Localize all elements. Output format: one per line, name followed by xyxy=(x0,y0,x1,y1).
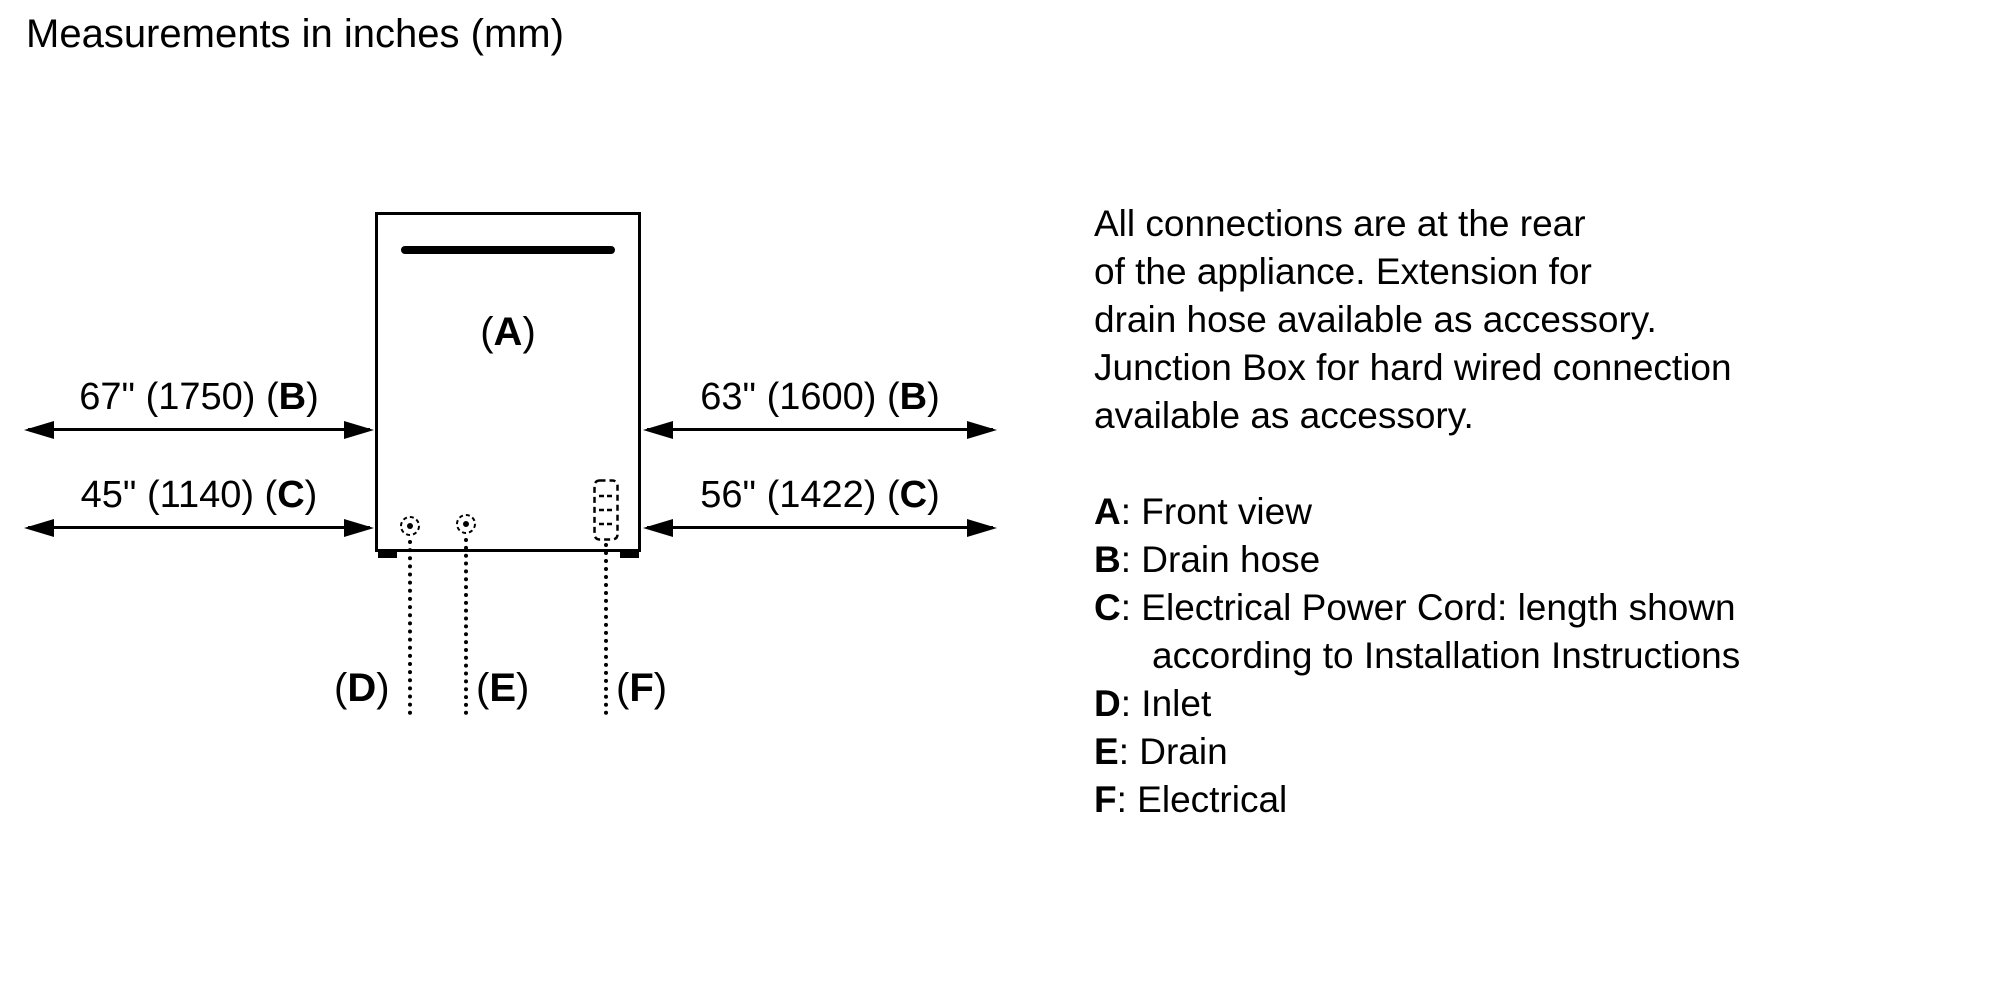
legend-key: C xyxy=(1094,587,1121,628)
electrical-leader-line xyxy=(604,543,608,715)
dimension-value: 45" (1140) ( xyxy=(80,474,278,516)
dimension-right-drain-hose: 63" (1600) (B) xyxy=(643,376,997,419)
legend-item-b: B: Drain hose xyxy=(1094,536,1994,584)
dimension-arrow-left-c xyxy=(24,517,374,539)
legend-key: B xyxy=(1094,539,1121,580)
arrow-shaft xyxy=(28,428,370,431)
legend-item-c: C: Electrical Power Cord: length shown a… xyxy=(1094,584,1994,680)
front-view-label-suffix: ) xyxy=(522,310,536,354)
legend-item-a: A: Front view xyxy=(1094,488,1994,536)
drain-label: (E) xyxy=(476,666,529,711)
legend-separator: : xyxy=(1120,587,1142,628)
legend-separator: : xyxy=(1118,731,1140,772)
dimension-arrow-right-b xyxy=(643,419,997,441)
legend-key: A xyxy=(1094,491,1121,532)
front-view-label: (A) xyxy=(375,310,641,355)
arrowhead-right-icon xyxy=(967,519,997,537)
appliance-foot-left xyxy=(378,549,397,558)
dimension-right-power-cord: 56" (1422) (C) xyxy=(643,474,997,517)
notes-paragraph: All connections are at the rear of the a… xyxy=(1094,203,1732,436)
dimension-value: 67" (1750) ( xyxy=(79,376,279,418)
dimension-suffix: ) xyxy=(927,474,940,516)
dimension-left-power-cord: 45" (1140) (C) xyxy=(24,474,374,517)
dimension-ref: C xyxy=(277,474,305,516)
dimension-ref: B xyxy=(899,376,928,418)
label-suffix: ) xyxy=(516,666,530,710)
appliance-outline xyxy=(375,212,641,552)
inlet-leader-line xyxy=(408,540,412,715)
arrow-shaft xyxy=(647,526,993,529)
arrowhead-right-icon xyxy=(967,421,997,439)
notes-panel: All connections are at the rear of the a… xyxy=(1094,200,1994,824)
label-key: F xyxy=(629,666,654,710)
legend-item-d: D: Inlet xyxy=(1094,680,1994,728)
legend-item-f: F: Electrical xyxy=(1094,776,1994,824)
front-view-label-prefix: ( xyxy=(480,310,494,354)
dimension-arrow-right-c xyxy=(643,517,997,539)
legend-key: E xyxy=(1094,731,1119,772)
legend-key: D xyxy=(1094,683,1121,724)
arrow-shaft xyxy=(28,526,370,529)
legend-text: Electrical xyxy=(1137,779,1288,820)
arrowhead-right-icon xyxy=(344,421,374,439)
dimension-ref: C xyxy=(899,474,928,516)
legend-text: Electrical Power Cord: length shown acco… xyxy=(1141,587,1741,676)
legend-text: Inlet xyxy=(1141,683,1212,724)
label-prefix: ( xyxy=(334,666,348,710)
dimension-ref: B xyxy=(278,376,307,418)
dimension-left-drain-hose: 67" (1750) (B) xyxy=(24,376,374,419)
legend-separator: : xyxy=(1120,491,1142,532)
legend-separator: : xyxy=(1120,539,1142,580)
legend-item-e: E: Drain xyxy=(1094,728,1994,776)
legend-list: A: Front view B: Drain hose C: Electrica… xyxy=(1094,488,1994,824)
dimension-value: 63" (1600) ( xyxy=(700,376,900,418)
legend-key: F xyxy=(1094,779,1117,820)
label-key: E xyxy=(489,666,517,710)
dimension-suffix: ) xyxy=(304,474,318,516)
drain-symbol-icon xyxy=(456,514,476,534)
front-view-label-key: A xyxy=(493,310,523,354)
arrowhead-right-icon xyxy=(344,519,374,537)
inlet-label: (D) xyxy=(334,666,390,711)
drain-leader-line xyxy=(464,538,468,715)
appliance-handle xyxy=(401,246,615,254)
dimension-arrow-left-b xyxy=(24,419,374,441)
dimension-suffix: ) xyxy=(306,376,319,418)
arrow-shaft xyxy=(647,428,993,431)
label-prefix: ( xyxy=(476,666,490,710)
legend-text: Front view xyxy=(1141,491,1312,532)
legend-text: Drain xyxy=(1139,731,1228,772)
page-title: Measurements in inches (mm) xyxy=(26,12,564,56)
dimension-value: 56" (1422) ( xyxy=(700,474,900,516)
label-key: D xyxy=(347,666,377,710)
legend-separator: : xyxy=(1116,779,1138,820)
legend-separator: : xyxy=(1120,683,1142,724)
label-suffix: ) xyxy=(653,666,668,710)
inlet-symbol-icon xyxy=(400,516,420,536)
label-prefix: ( xyxy=(616,666,630,710)
label-suffix: ) xyxy=(376,666,390,710)
electrical-symbol-icon xyxy=(593,479,619,541)
dimension-suffix: ) xyxy=(927,376,940,418)
electrical-label: (F) xyxy=(616,666,667,711)
appliance-foot-right xyxy=(620,549,639,558)
legend-text: Drain hose xyxy=(1141,539,1321,580)
